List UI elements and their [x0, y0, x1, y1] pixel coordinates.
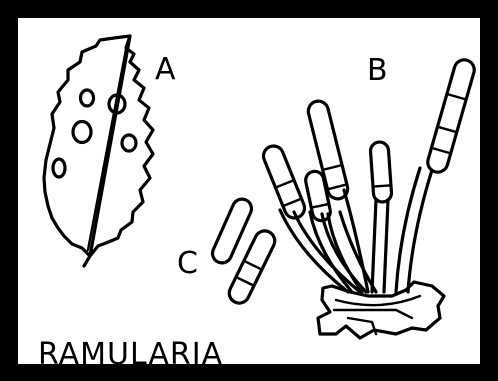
- top-border: [0, 0, 498, 6]
- label-a: A: [155, 52, 176, 87]
- outer-frame: [9, 9, 489, 373]
- label-c: C: [177, 246, 198, 281]
- label-b: B: [367, 53, 388, 88]
- genus-caption: RAMULARIA: [38, 337, 223, 372]
